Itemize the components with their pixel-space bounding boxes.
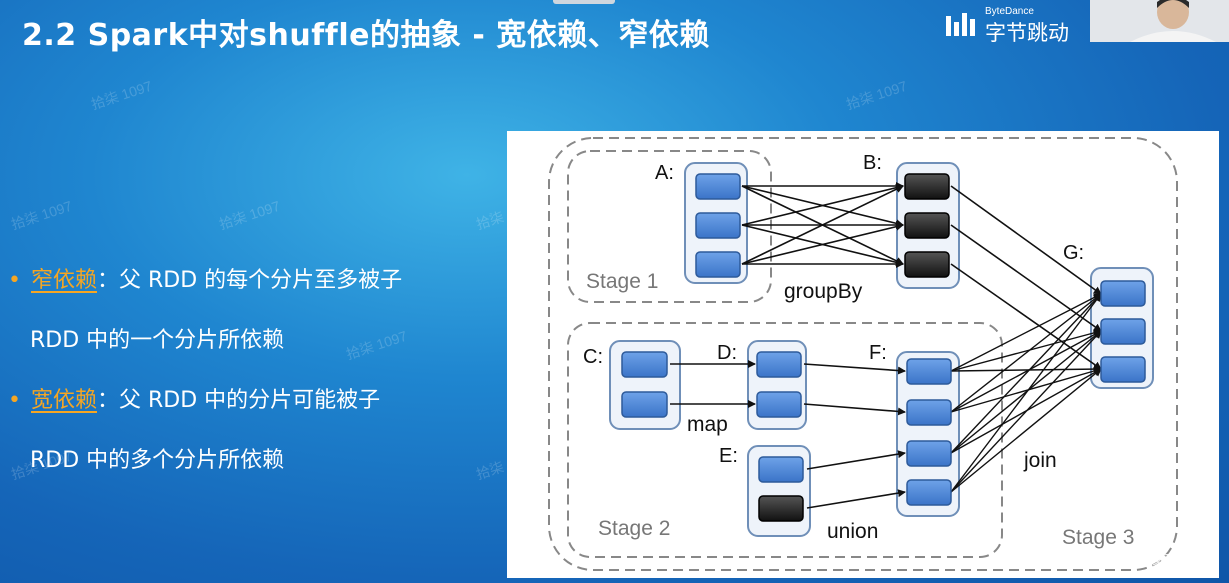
partition <box>695 173 741 200</box>
b-to-g-edges <box>950 185 1102 370</box>
watermark: 拾柒 1097 <box>217 197 282 233</box>
map-label: map <box>687 413 728 436</box>
groupby-edges <box>741 182 904 268</box>
stage1-label: Stage 1 <box>586 270 658 293</box>
partition <box>906 479 952 506</box>
rdd-g-partitions <box>1100 280 1146 383</box>
rdd-b-label: B: <box>863 152 882 174</box>
join-edges <box>950 293 1102 493</box>
groupby-label: groupBy <box>784 280 863 303</box>
partition <box>906 440 952 467</box>
bullet-dot-icon: • <box>8 268 21 293</box>
rdd-f-box <box>896 351 960 517</box>
rdd-e-label: E: <box>719 445 738 467</box>
bullet-item: • 宽依赖：父 RDD 中的分片可能被子 <box>8 382 380 414</box>
rdd-d-partitions <box>756 351 802 418</box>
brand-name-en: ByteDance <box>985 6 1034 17</box>
partition <box>904 212 950 239</box>
partition <box>758 495 804 522</box>
slide-title: 2.2 Spark中对shuffle的抽象 - 宽依赖、窄依赖 <box>22 18 710 53</box>
stage2-label: Stage 2 <box>598 517 670 540</box>
map-edges <box>670 360 756 408</box>
partition <box>756 351 802 378</box>
partition <box>621 351 668 378</box>
rdd-dependency-diagram: A: B: C: D: E: F: G: groupBy map union j… <box>507 131 1219 578</box>
top-tab-handle <box>553 0 615 4</box>
partition <box>758 456 804 483</box>
footer-credit: @稀土掘金技术社区 <box>1062 549 1215 569</box>
presenter-avatar <box>1090 0 1229 42</box>
partition <box>1100 280 1146 307</box>
rdd-d-label: D: <box>717 342 737 364</box>
watermark: 拾柒 1097 <box>9 197 74 233</box>
watermark: 拾柒 1097 <box>89 77 154 113</box>
stage3-label: Stage 3 <box>1062 526 1134 549</box>
partition <box>695 251 741 278</box>
bullet-continuation: RDD 中的多个分片所依赖 <box>30 448 285 473</box>
watermark: 拾柒 1097 <box>844 77 909 113</box>
rdd-f-partitions <box>906 358 952 506</box>
partition <box>1100 356 1146 383</box>
rdd-c-partitions <box>621 351 668 418</box>
join-label: join <box>1023 449 1057 472</box>
union-label: union <box>827 520 878 543</box>
rdd-a-label: A: <box>655 162 674 184</box>
rdd-c-label: C: <box>583 346 603 368</box>
watermark: 拾柒 1097 <box>344 327 409 363</box>
rdd-g-label: G: <box>1063 242 1084 264</box>
brand-logo-block: ByteDance 字节跳动 <box>945 4 1085 45</box>
partition <box>904 251 950 278</box>
partition <box>906 358 952 385</box>
stage1-boundary <box>567 150 772 303</box>
bullet-dot-icon: • <box>8 388 21 413</box>
partition <box>756 391 802 418</box>
rdd-b-partitions <box>904 173 950 278</box>
rdd-a-partitions <box>695 173 741 278</box>
bytedance-logo-icon <box>946 13 975 36</box>
partition <box>1100 318 1146 345</box>
bullet-item: • 窄依赖：父 RDD 的每个分片至多被子 <box>8 262 402 294</box>
brand-name-cn: 字节跳动 <box>985 21 1069 45</box>
rdd-e-partitions <box>758 456 804 522</box>
bullet-continuation: RDD 中的一个分片所依赖 <box>30 328 285 353</box>
partition <box>904 173 950 200</box>
union-edges <box>803 363 906 509</box>
partition <box>906 399 952 426</box>
bullet-text: ：父 RDD 的每个分片至多被子 <box>97 268 403 293</box>
partition <box>621 391 668 418</box>
rdd-f-label: F: <box>869 342 887 364</box>
stage2-boundary <box>567 322 1003 558</box>
bullet-term: 窄依赖 <box>30 268 97 293</box>
partition <box>695 212 741 239</box>
webcam-video <box>1090 0 1229 42</box>
bullet-text: ：父 RDD 中的分片可能被子 <box>97 388 381 413</box>
bullet-term: 宽依赖 <box>30 388 97 413</box>
